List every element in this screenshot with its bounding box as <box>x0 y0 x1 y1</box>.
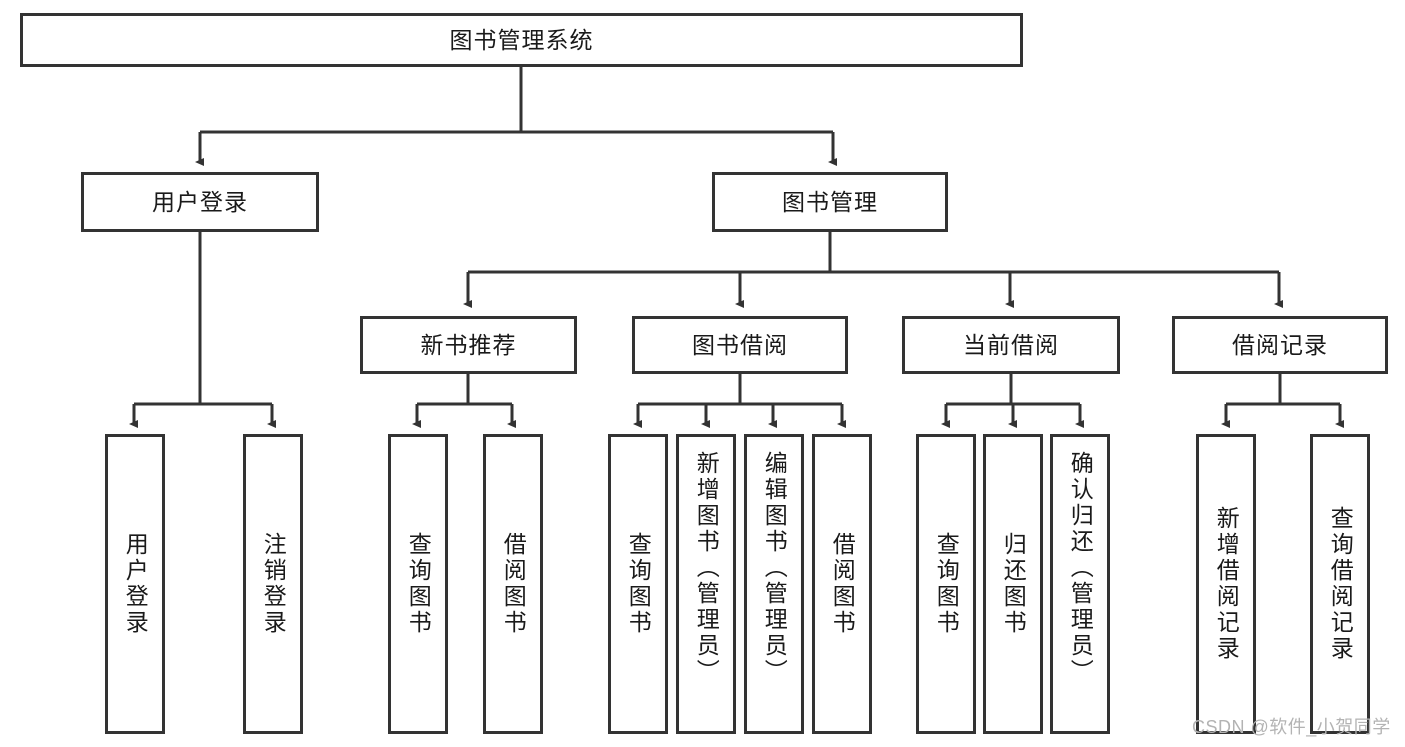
node-leaf-borrow-book-1-label: 借阅图书 <box>500 532 527 636</box>
node-root[interactable]: 图书管理系统 <box>20 13 1023 67</box>
node-leaf-query-book-3[interactable]: 查询图书 <box>916 434 976 734</box>
node-borrow-record-label: 借阅记录 <box>1232 331 1328 358</box>
node-book-manage[interactable]: 图书管理 <box>712 172 948 232</box>
node-leaf-edit-book[interactable]: 编辑图书（管理员） <box>744 434 804 734</box>
node-current-borrow[interactable]: 当前借阅 <box>902 316 1120 374</box>
node-leaf-confirm-return[interactable]: 确认归还（管理员） <box>1050 434 1110 734</box>
node-leaf-query-book-1-label: 查询图书 <box>405 532 432 636</box>
node-leaf-add-book-label: 新增图书（管理员） <box>693 451 720 685</box>
node-leaf-confirm-return-label: 确认归还（管理员） <box>1067 451 1094 685</box>
node-leaf-add-record-label: 新增借阅记录 <box>1213 506 1240 662</box>
node-leaf-query-book-1[interactable]: 查询图书 <box>388 434 448 734</box>
node-leaf-return-book-label: 归还图书 <box>1000 532 1027 636</box>
node-current-borrow-label: 当前借阅 <box>963 331 1059 358</box>
node-leaf-user-login[interactable]: 用户登录 <box>105 434 165 734</box>
node-borrow-record[interactable]: 借阅记录 <box>1172 316 1388 374</box>
node-new-book-rec-label: 新书推荐 <box>420 331 517 358</box>
node-leaf-query-book-2-label: 查询图书 <box>625 532 652 636</box>
node-leaf-query-book-2[interactable]: 查询图书 <box>608 434 668 734</box>
node-user-login[interactable]: 用户登录 <box>81 172 319 232</box>
node-user-login-label: 用户登录 <box>152 188 248 215</box>
node-leaf-logout-label: 注销登录 <box>260 532 287 636</box>
node-new-book-rec[interactable]: 新书推荐 <box>360 316 577 374</box>
node-leaf-return-book[interactable]: 归还图书 <box>983 434 1043 734</box>
node-leaf-query-record-label: 查询借阅记录 <box>1327 506 1354 662</box>
node-leaf-query-record[interactable]: 查询借阅记录 <box>1310 434 1370 734</box>
node-book-manage-label: 图书管理 <box>782 188 878 215</box>
node-leaf-borrow-book-2[interactable]: 借阅图书 <box>812 434 872 734</box>
node-leaf-add-record[interactable]: 新增借阅记录 <box>1196 434 1256 734</box>
node-leaf-query-book-3-label: 查询图书 <box>933 532 960 636</box>
node-book-borrow[interactable]: 图书借阅 <box>632 316 848 374</box>
node-leaf-add-book[interactable]: 新增图书（管理员） <box>676 434 736 734</box>
node-book-borrow-label: 图书借阅 <box>692 331 788 358</box>
node-leaf-edit-book-label: 编辑图书（管理员） <box>761 451 788 685</box>
node-root-label: 图书管理系统 <box>449 26 594 53</box>
node-leaf-logout[interactable]: 注销登录 <box>243 434 303 734</box>
watermark: CSDN @软件_小贺同学 <box>1192 717 1391 737</box>
node-leaf-borrow-book-2-label: 借阅图书 <box>829 532 856 636</box>
node-leaf-borrow-book-1[interactable]: 借阅图书 <box>483 434 543 734</box>
node-leaf-user-login-label: 用户登录 <box>122 532 149 636</box>
